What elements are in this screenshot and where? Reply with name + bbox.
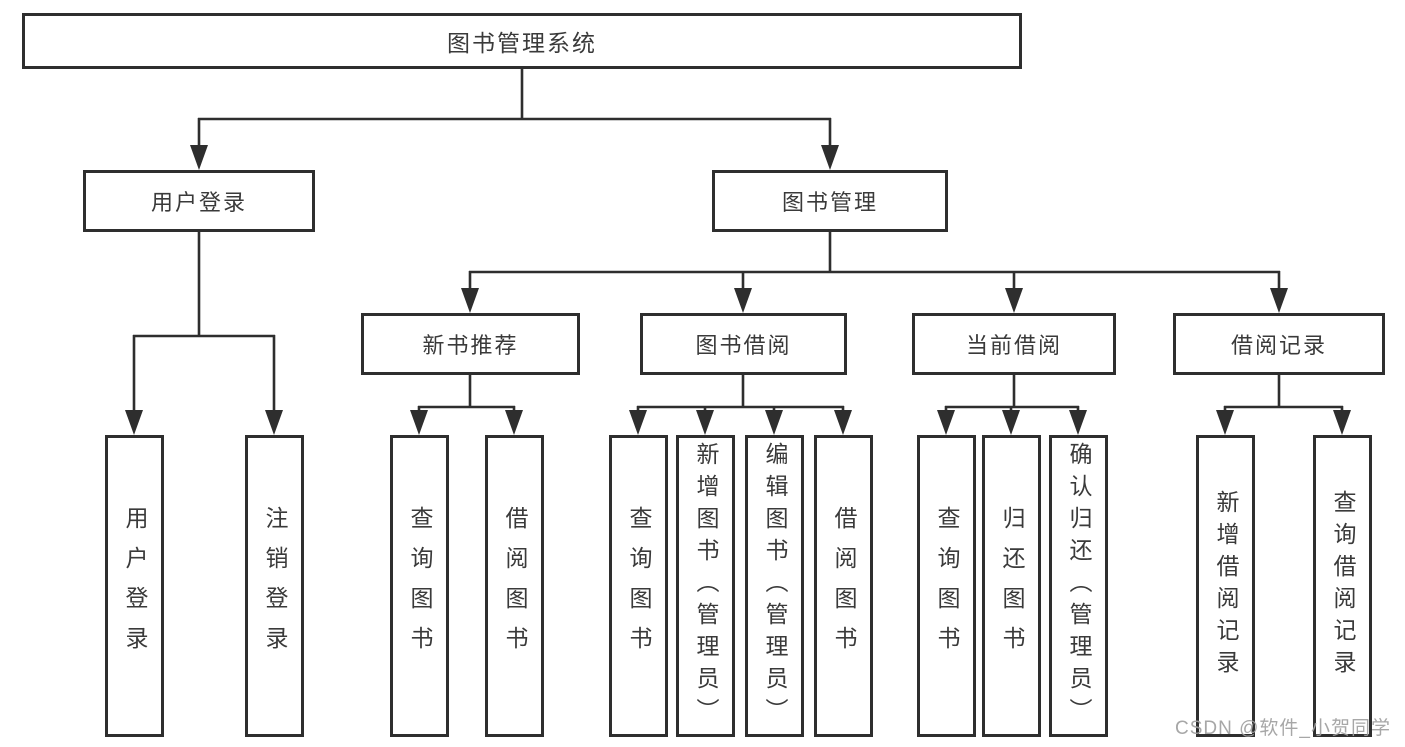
arrowhead-icon (1005, 288, 1023, 313)
node-borrow-records: 借阅记录 (1173, 313, 1385, 375)
leaf-current-query-books: 查询图书 (917, 435, 976, 737)
arrowhead-icon (265, 410, 283, 435)
node-borrow-records-label: 借阅记录 (1230, 333, 1327, 358)
node-book-borrow: 图书借阅 (640, 313, 847, 375)
leaf-confirm-return-admin: 确认归还（管理员） (1049, 435, 1108, 737)
leaf-borrow-books: 借阅图书 (814, 435, 873, 737)
leaf-add-borrow-record-label: 新增借阅记录 (1213, 490, 1239, 682)
leaf-add-borrow-record: 新增借阅记录 (1196, 435, 1255, 737)
leaf-recommend-query-books-label: 查询图书 (407, 506, 433, 666)
node-user-login: 用户登录 (83, 170, 315, 232)
leaf-logout-label: 注销登录 (262, 506, 288, 666)
leaf-recommend-query-books: 查询图书 (390, 435, 449, 737)
connector-borrow-branch (629, 375, 852, 435)
leaf-user-login-label: 用户登录 (122, 506, 148, 666)
arrowhead-icon (937, 410, 955, 435)
connector-user-login-branch (125, 232, 283, 435)
leaf-edit-books-admin-label: 编辑图书（管理员） (762, 442, 788, 730)
arrowhead-icon (834, 410, 852, 435)
leaf-confirm-return-admin-label: 确认归还（管理员） (1066, 442, 1092, 730)
csdn-watermark: CSDN @软件_小贺同学 (1175, 718, 1391, 739)
arrowhead-icon (696, 410, 714, 435)
arrowhead-icon (1002, 410, 1020, 435)
arrowhead-icon (821, 145, 839, 170)
leaf-query-borrow-record: 查询借阅记录 (1313, 435, 1372, 737)
arrowhead-icon (1333, 410, 1351, 435)
connector-recommend-branch (410, 375, 523, 435)
arrowhead-icon (1069, 410, 1087, 435)
node-new-book-recommend: 新书推荐 (361, 313, 580, 375)
leaf-borrow-query-books: 查询图书 (609, 435, 668, 737)
leaf-borrow-query-books-label: 查询图书 (626, 506, 652, 666)
leaf-edit-books-admin: 编辑图书（管理员） (745, 435, 804, 737)
leaf-recommend-borrow-books: 借阅图书 (485, 435, 544, 737)
arrowhead-icon (629, 410, 647, 435)
arrowhead-icon (734, 288, 752, 313)
leaf-query-borrow-record-label: 查询借阅记录 (1330, 490, 1356, 682)
connector-current-branch (937, 375, 1087, 435)
connector-book-management-branch (461, 232, 1288, 313)
node-library-system-label: 图书管理系统 (447, 30, 597, 56)
leaf-logout: 注销登录 (245, 435, 304, 737)
leaf-current-query-books-label: 查询图书 (934, 506, 960, 666)
node-new-book-recommend-label: 新书推荐 (422, 333, 519, 358)
leaf-borrow-books-label: 借阅图书 (831, 506, 857, 666)
arrowhead-icon (461, 288, 479, 313)
leaf-user-login: 用户登录 (105, 435, 164, 737)
node-current-borrow-label: 当前借阅 (965, 333, 1062, 358)
leaf-add-books-admin-label: 新增图书（管理员） (693, 442, 719, 730)
arrowhead-icon (190, 145, 208, 170)
node-book-management: 图书管理 (712, 170, 948, 232)
node-current-borrow: 当前借阅 (912, 313, 1116, 375)
node-user-login-label: 用户登录 (150, 190, 247, 215)
arrowhead-icon (1270, 288, 1288, 313)
leaf-return-books-label: 归还图书 (999, 506, 1025, 666)
node-book-borrow-label: 图书借阅 (695, 333, 792, 358)
leaf-return-books: 归还图书 (982, 435, 1041, 737)
connector-root-to-level2 (190, 69, 839, 170)
arrowhead-icon (125, 410, 143, 435)
node-library-system: 图书管理系统 (22, 13, 1022, 69)
connector-records-branch (1216, 375, 1351, 435)
leaf-recommend-borrow-books-label: 借阅图书 (502, 506, 528, 666)
arrowhead-icon (765, 410, 783, 435)
node-book-management-label: 图书管理 (781, 190, 878, 215)
arrowhead-icon (410, 410, 428, 435)
arrowhead-icon (505, 410, 523, 435)
leaf-add-books-admin: 新增图书（管理员） (676, 435, 735, 737)
arrowhead-icon (1216, 410, 1234, 435)
